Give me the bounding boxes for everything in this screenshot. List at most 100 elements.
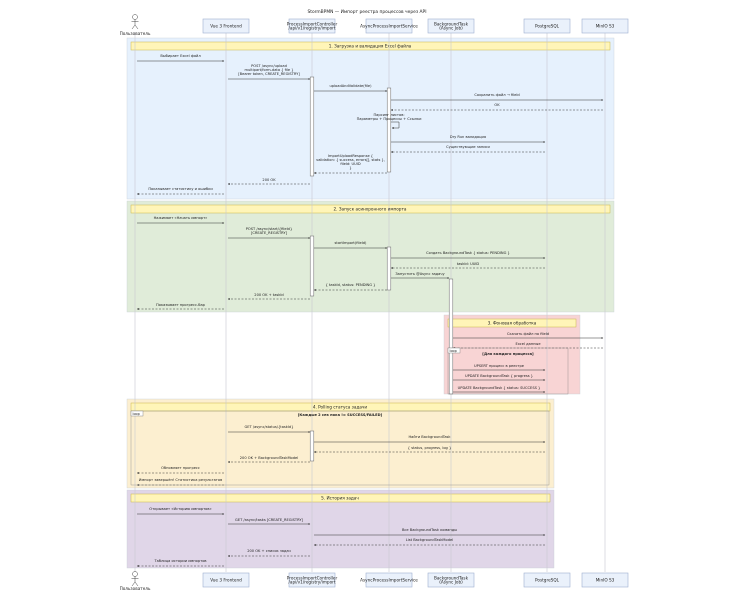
participant-label-ctrl: /api/v1/registry/import xyxy=(288,26,335,31)
message-label-16: taskId: UUID xyxy=(457,262,480,266)
participant-box-pg-bottom xyxy=(523,572,571,588)
section-1-area xyxy=(126,37,615,200)
message-label-31: Импорт завершён! Статистика результатов xyxy=(139,478,222,482)
participant-box-fe-bottom xyxy=(202,572,250,588)
section-5-title-box xyxy=(130,493,551,503)
participant-label-pg: PostgreSQL xyxy=(535,578,560,583)
participant-label-bg: (Async Job) xyxy=(439,26,463,31)
actor-leg-left-bottom xyxy=(131,581,136,587)
message-label-37: Таблица истории импортов xyxy=(153,559,206,563)
message-label-14: startImport(fileId) xyxy=(335,241,368,245)
participant-box-s3-bottom xyxy=(581,572,629,588)
section-3-title-box xyxy=(447,318,577,328)
message-label-9: } xyxy=(349,166,351,170)
participant-label-ctrl: ProcessImportController xyxy=(287,21,338,26)
message-label-6: Параметры + Процессы + Ссылки xyxy=(357,117,423,121)
section-5-title: 5. История задач xyxy=(321,496,359,501)
message-label-27: Найти BackgroundTask xyxy=(408,435,451,439)
loop-tag-1: loop xyxy=(450,349,457,353)
section-3-area xyxy=(443,314,581,395)
section-1-title-box xyxy=(130,41,611,51)
message-label-23: UPSERT процесс в реестре xyxy=(474,364,525,368)
message-label-13: POST /async/start/{fileId} xyxy=(246,227,292,231)
message-label-28: { status, progress, log } xyxy=(408,446,451,450)
loop-tag-box-2 xyxy=(130,410,144,417)
message-label-5: OK xyxy=(494,103,500,107)
message-label-2: POST /async/upload xyxy=(251,64,287,68)
participant-label-bg: BackgroundTask xyxy=(434,575,469,580)
message-label-3: uploadAndValidate(file) xyxy=(329,84,372,88)
message-label-20: Показывает прогресс-бар xyxy=(156,303,206,307)
message-label-36: 200 OK + список задач xyxy=(247,549,291,553)
participant-label-fe: Vue 3 Frontend xyxy=(210,578,242,583)
actor-leg-right-top xyxy=(134,24,139,30)
message-label-15: Создать BackgroundTask { status: PENDING… xyxy=(426,251,510,255)
message-label-13: [CREATE_REGISTRY] xyxy=(251,231,288,235)
activation-bar-4 xyxy=(386,246,392,291)
actor-head-top xyxy=(132,14,138,20)
loop-condition-2: [Каждые 2 сек пока != SUCCESS/FAILED] xyxy=(298,413,383,417)
message-label-35: List BackgroundTaskModel xyxy=(406,538,453,542)
message-label-33: GET /async/tasks [CREATE_REGISTRY] xyxy=(235,518,304,522)
participant-box-svc-bottom xyxy=(365,572,413,588)
participant-box-ctrl-bottom xyxy=(288,572,336,588)
message-label-6: Парсинг листов: xyxy=(373,113,404,117)
message-label-9: fileId: UUID xyxy=(340,162,360,166)
message-label-26: GET /async/status/{taskId} xyxy=(244,425,293,429)
message-label-32: Открывает «Историю импортов» xyxy=(149,507,211,511)
participant-box-bg-top xyxy=(427,18,475,34)
section-3-title: 3. Фоновая обработка xyxy=(488,321,537,326)
message-label-34: Все BackgroundTask команды xyxy=(402,528,457,532)
message-label-2: multipart/form-data { file } xyxy=(244,68,293,72)
message-label-8: Существующие записи xyxy=(446,145,490,149)
loop-frame-2 xyxy=(130,410,550,486)
message-label-18: { taskId, status: PENDING } xyxy=(326,283,376,287)
section-2-area xyxy=(126,200,615,313)
message-label-1: Выбирает Excel файл xyxy=(160,54,200,58)
participant-label-pg: PostgreSQL xyxy=(535,24,560,29)
loop-tag-box-1 xyxy=(447,347,461,354)
participant-label-s3: MinIO S3 xyxy=(596,24,615,29)
loop-frame-1 xyxy=(447,347,569,395)
section-2-title-box xyxy=(130,204,611,214)
participant-label-s3: MinIO S3 xyxy=(596,578,615,583)
participant-label-user: Пользователь xyxy=(120,586,151,591)
message-arrow-6 xyxy=(391,121,400,129)
activation-bar-1 xyxy=(309,76,315,177)
actor-leg-right-bottom xyxy=(134,581,139,587)
message-label-9: validation: { success, errors[], stats }… xyxy=(316,158,385,162)
message-label-10: 200 OK xyxy=(262,178,276,182)
activation-bar-5 xyxy=(448,278,454,395)
activation-bar-2 xyxy=(386,87,392,173)
loop-tag-2: loop xyxy=(133,412,140,416)
actor-head-bottom xyxy=(132,571,138,577)
message-label-21: Скачать файл по fileId xyxy=(507,332,549,336)
participant-label-fe: Vue 3 Frontend xyxy=(210,24,242,29)
section-5-area xyxy=(126,489,555,569)
message-label-29: 200 OK + BackgroundTaskModel xyxy=(240,456,298,460)
participant-box-ctrl-top xyxy=(288,18,336,34)
message-label-2: [Bearer token, CREATE_REGISTRY] xyxy=(238,72,300,76)
message-label-4: Сохранить файл → fileId xyxy=(474,93,519,97)
message-label-9: ImportUploadResponse { xyxy=(328,154,373,158)
section-4-title: 4. Polling статуса задачи xyxy=(313,405,368,410)
message-label-19: 200 OK + taskId xyxy=(254,293,283,297)
message-label-7: Dry Run валидация xyxy=(450,135,486,139)
participant-label-bg: (Async Job) xyxy=(439,580,463,585)
participant-label-ctrl: /api/v1/registry/import xyxy=(288,580,335,585)
message-label-12: Нажимает «Начать импорт» xyxy=(154,216,208,220)
participant-box-pg-top xyxy=(523,18,571,34)
message-label-17: Запустить @Async задачу xyxy=(395,272,445,276)
message-label-22: Excel данные xyxy=(515,342,541,346)
message-label-30: Обновляет прогресс xyxy=(161,466,200,470)
actor-leg-left-top xyxy=(131,24,136,30)
participant-box-bg-bottom xyxy=(427,572,475,588)
activation-bar-6 xyxy=(309,430,315,462)
participant-label-ctrl: ProcessImportController xyxy=(287,575,338,580)
message-label-25: UPDATE BackgroundTask { status: SUCCESS … xyxy=(458,386,541,390)
participant-label-svc: AsyncProcessImportService xyxy=(360,578,418,583)
diagram-title: StormBPMN — Импорт реестра процессов чер… xyxy=(307,9,426,15)
participant-box-s3-top xyxy=(581,18,629,34)
activation-bar-3 xyxy=(309,235,315,297)
participant-label-bg: BackgroundTask xyxy=(434,21,469,26)
